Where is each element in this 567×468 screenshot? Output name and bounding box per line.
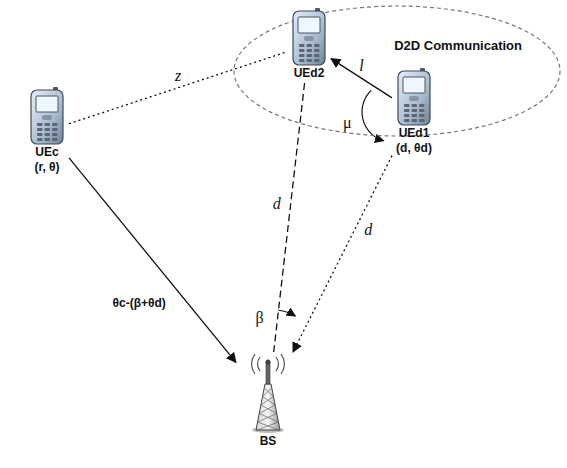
link-line <box>69 158 236 362</box>
user-equipment: UEc(r, θ) <box>25 85 69 177</box>
user-equipment: UEd2 <box>287 6 331 83</box>
device-name: UEc <box>35 145 58 160</box>
base-station-icon <box>238 354 298 434</box>
d2d-region: D2D CommunicationUEd2UEd1(d, θd) <box>232 4 562 138</box>
phone-icon <box>27 87 67 145</box>
link-label: z <box>173 67 183 85</box>
link-label: d <box>362 221 374 239</box>
link-label: l <box>357 57 365 75</box>
device-coordinates: (r, θ) <box>34 160 59 175</box>
angle-symbol: β <box>253 309 265 327</box>
link-label: d <box>271 195 283 213</box>
phone-icon <box>289 8 329 66</box>
link-line <box>69 52 287 124</box>
link-line <box>293 156 392 352</box>
user-equipment: UEd1(d, θd) <box>392 66 436 158</box>
angle-arc <box>278 310 295 316</box>
link-line <box>274 83 305 352</box>
device-coordinates: (d, θd) <box>396 141 432 156</box>
angle-arc <box>362 90 384 140</box>
phone-icon <box>394 68 434 126</box>
device-name: UEd1 <box>399 126 430 141</box>
d2d-ellipse <box>232 4 562 138</box>
base-station: BS <box>236 352 300 451</box>
region-title: D2D Communication <box>394 38 522 53</box>
link-label: θc-(β+θd) <box>111 296 168 310</box>
angle-symbol: μ <box>341 114 354 132</box>
device-name: BS <box>260 434 277 449</box>
device-name: UEd2 <box>294 66 325 81</box>
